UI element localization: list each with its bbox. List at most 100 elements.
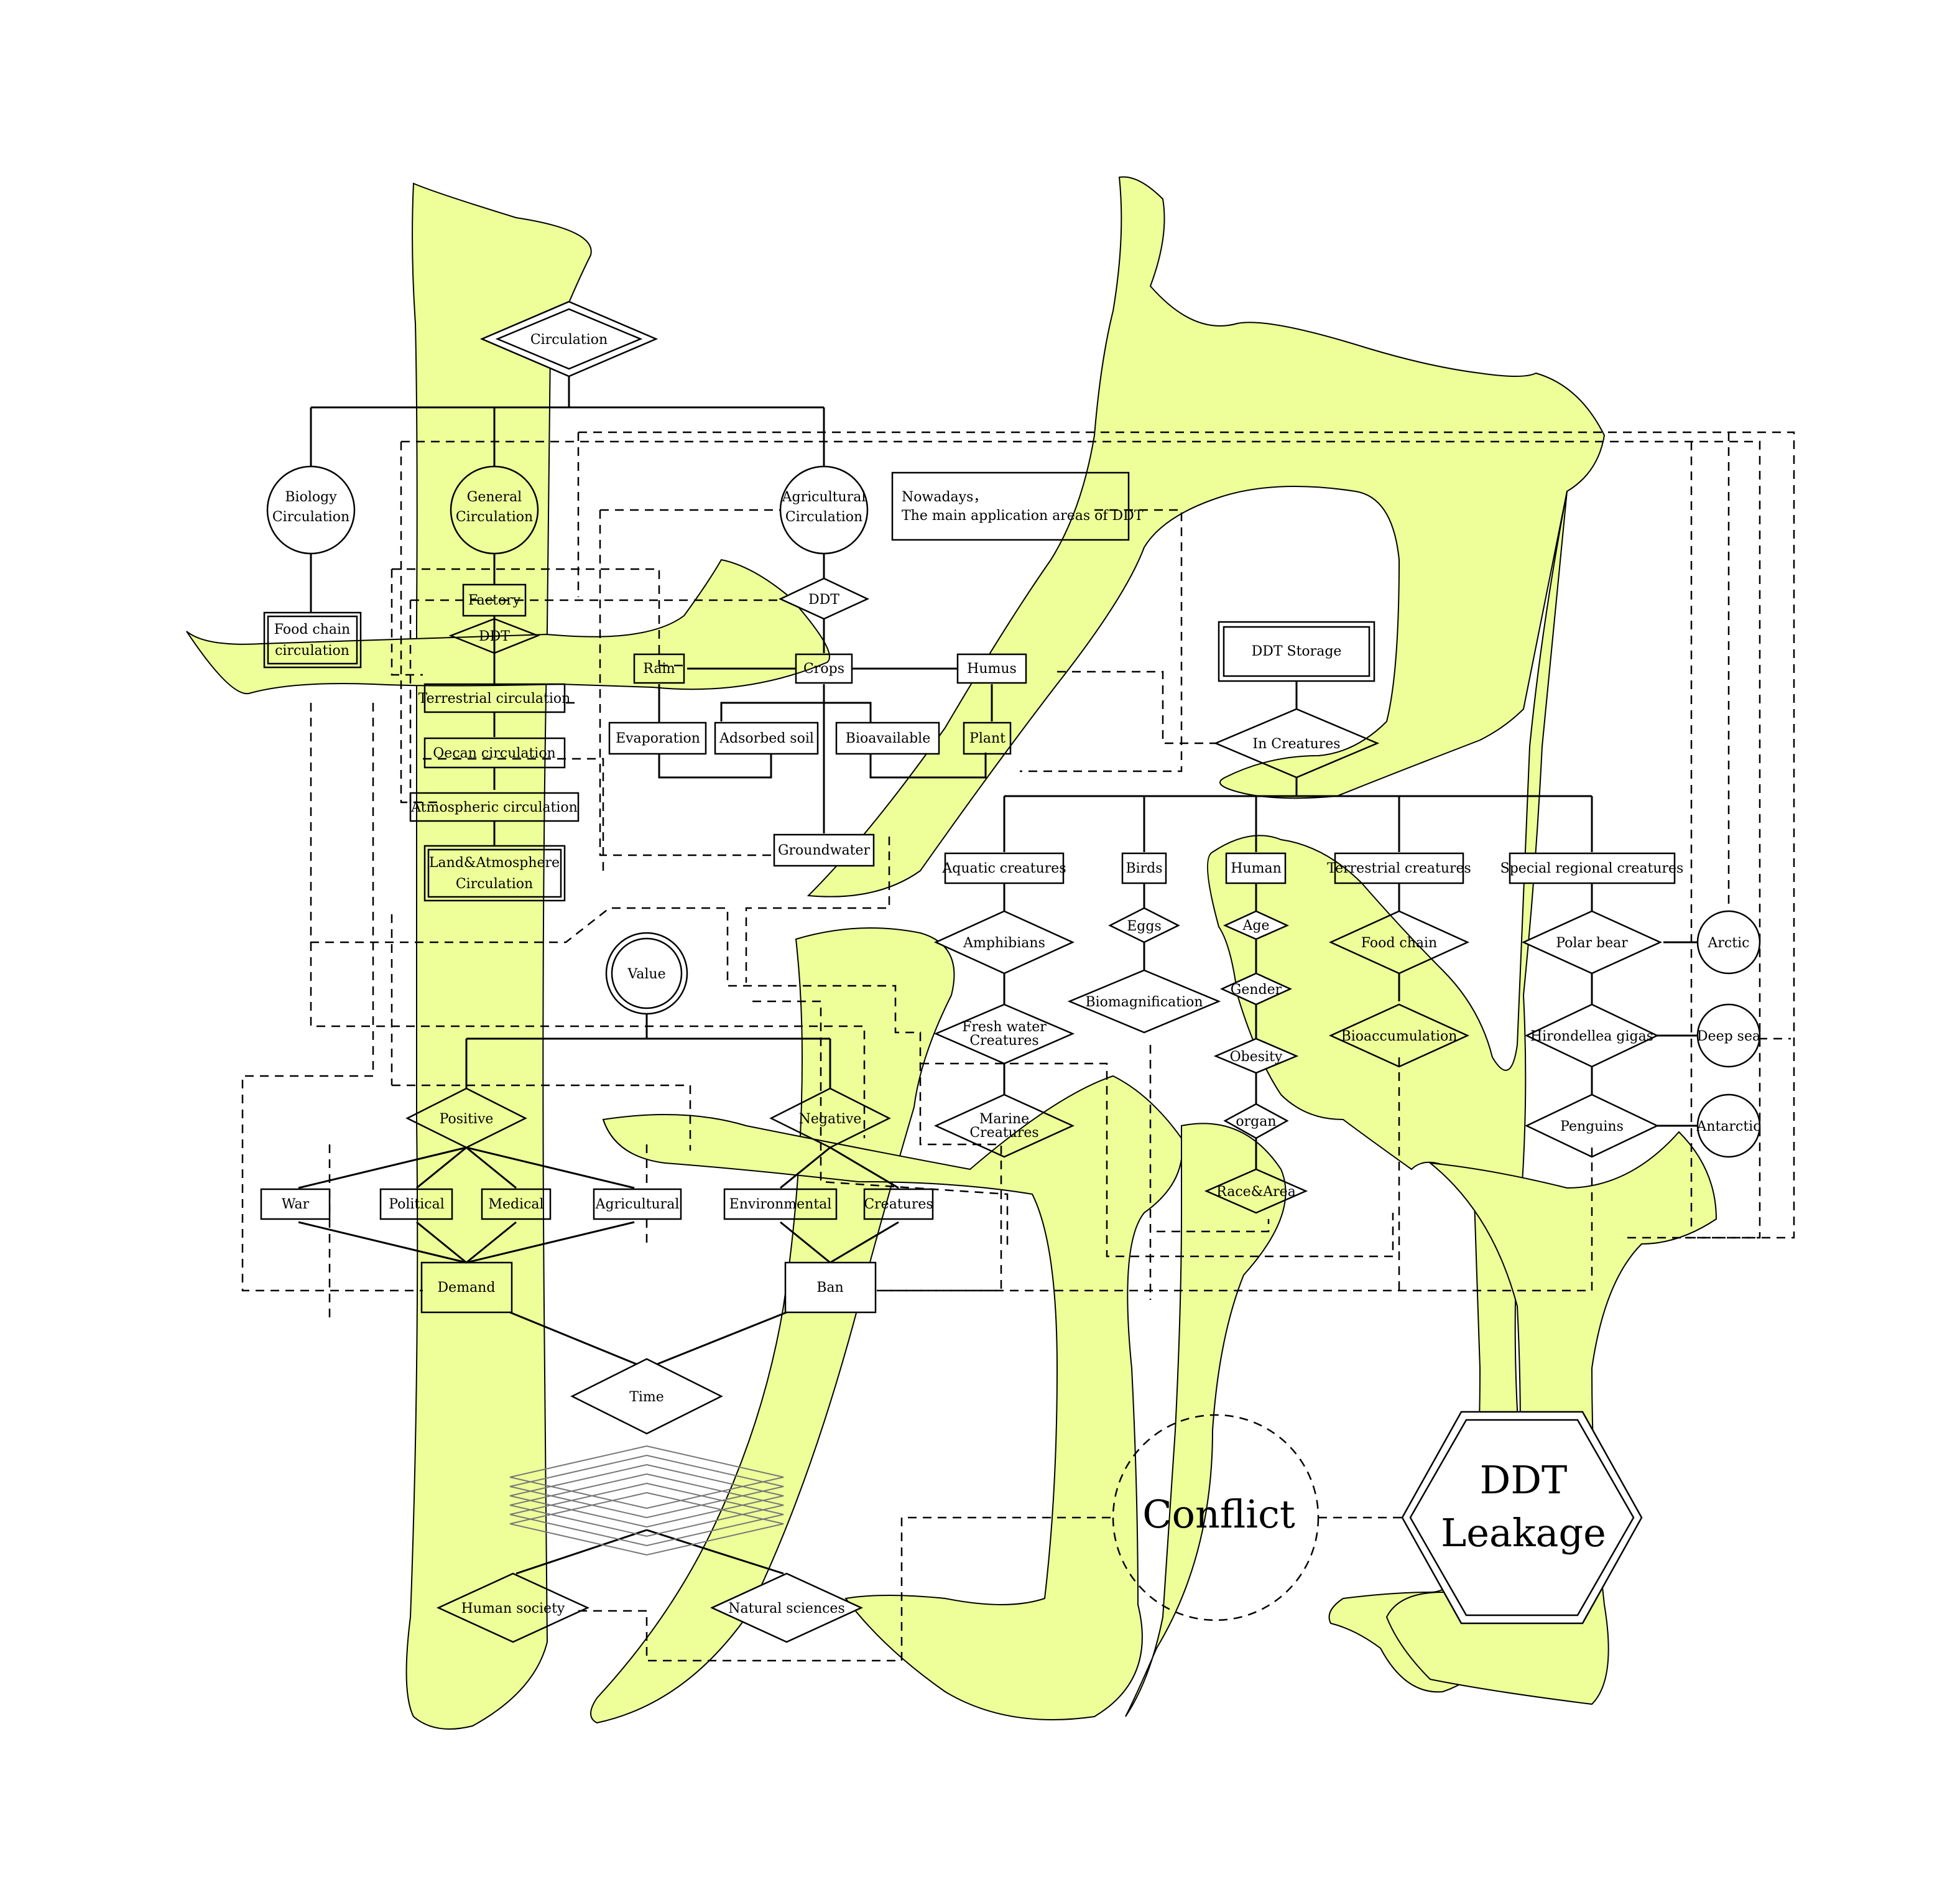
land-atmosphere-label-1: Land&Atmosphere	[429, 855, 560, 871]
biology-circulation-label-1: Biology	[285, 489, 337, 505]
polar-bear-diamond: Polar bear	[1521, 910, 1663, 975]
creatures-box: Creatures	[863, 1188, 934, 1220]
arctic-circle: Arctic	[1696, 910, 1761, 975]
solid-connectors	[298, 376, 1698, 1575]
hirondellea-gigas-diamond: Hirondellea gigas	[1525, 1003, 1659, 1068]
factory-box: Factory	[462, 583, 527, 617]
organ-diamond: organ	[1223, 1103, 1289, 1139]
eggs-diamond: Eggs	[1108, 907, 1180, 944]
ban-label: Ban	[816, 1280, 843, 1296]
age-diamond: Age	[1223, 910, 1290, 940]
environmental-box: Environmental	[723, 1188, 838, 1220]
marine-creatures-diamond: Marine Creatures	[933, 1093, 1075, 1158]
ddt-general-diamond: DDT	[448, 618, 540, 654]
birds-label: Birds	[1126, 861, 1162, 876]
agricultural-box: Agricultural	[593, 1188, 682, 1220]
general-circulation-label-1: General	[467, 489, 522, 505]
human-label: Human	[1231, 861, 1282, 876]
aquatic-creatures-box: Aquatic creatures	[941, 852, 1066, 884]
ddt-storage-label: DDT Storage	[1252, 644, 1342, 659]
gender-diamond: Gender	[1219, 972, 1293, 1006]
rain-box: Rain	[633, 653, 685, 684]
gender-label: Gender	[1231, 982, 1282, 998]
time-diamond: Time	[570, 1358, 723, 1435]
food-chain-diamond: Food chain	[1328, 910, 1470, 975]
humus-box: Humus	[956, 653, 1027, 684]
glyph-vertical-stroke	[405, 182, 592, 1730]
organ-label: organ	[1236, 1114, 1276, 1129]
in-creatures-diamond: In Creatures	[1213, 708, 1380, 779]
food-chain-circulation-label-1: Food chain	[274, 622, 350, 638]
bioavailable-label: Bioavailable	[846, 731, 930, 746]
value-label: Value	[627, 967, 665, 982]
circulation-diamond: Circulation	[479, 300, 659, 378]
factory-label: Factory	[468, 593, 521, 608]
political-label: Political	[389, 1197, 445, 1212]
eggs-label: Eggs	[1127, 919, 1162, 934]
biology-circulation-label-2: Circulation	[272, 509, 349, 525]
obesity-label: Obesity	[1230, 1049, 1283, 1065]
dashed-connectors	[241, 431, 1795, 1662]
antarctic-circle: Antarctic	[1696, 1093, 1761, 1158]
circulation-label: Circulation	[530, 332, 608, 348]
food-chain-circulation-label-2: circulation	[275, 643, 349, 659]
ocean-circulation-label: Oecan circulation	[433, 746, 555, 761]
hirondellea-gigas-label: Hirondellea gigas	[1530, 1029, 1653, 1044]
land-atmosphere-label-2: Circulation	[456, 876, 533, 892]
human-box: Human	[1225, 852, 1287, 884]
environmental-label: Environmental	[729, 1197, 832, 1212]
fresh-water-creatures-diamond: Fresh water Creatures	[933, 1003, 1075, 1065]
agricultural-circulation-node: Agricultural Circulation	[779, 465, 869, 555]
stacked-layers-icon	[509, 1445, 784, 1556]
aquatic-creatures-label: Aquatic creatures	[941, 861, 1066, 876]
ban-box: Ban	[784, 1261, 877, 1314]
demand-label: Demand	[438, 1280, 496, 1296]
penguins-diamond: Penguins	[1525, 1093, 1659, 1158]
agricultural-circulation-label-1: Agricultural	[782, 489, 866, 505]
fresh-water-label-1: Fresh water	[962, 1019, 1047, 1035]
plant-label: Plant	[969, 731, 1005, 746]
deep-sea-circle: Deep sea	[1696, 1003, 1761, 1068]
evaporation-label: Evaporation	[616, 731, 700, 746]
ddt-leakage-label-2: Leakage	[1441, 1510, 1606, 1556]
war-label: War	[282, 1197, 310, 1212]
arctic-label: Arctic	[1708, 935, 1750, 951]
age-label: Age	[1242, 918, 1270, 934]
creatures-label: Creatures	[864, 1197, 933, 1212]
political-box: Political	[379, 1188, 453, 1220]
biomagnification-label: Biomagnification	[1085, 995, 1203, 1010]
positive-diamond: Positive	[405, 1087, 527, 1149]
ddt-storage-box: DDT Storage	[1218, 621, 1375, 682]
human-society-diamond: Human society	[436, 1572, 590, 1643]
nowadays-note-box: Nowadays， The main application areas of …	[891, 471, 1144, 541]
ddt-leakage-label-1: DDT	[1480, 1457, 1568, 1503]
negative-label: Negative	[799, 1111, 862, 1127]
negative-diamond: Negative	[769, 1087, 891, 1149]
glyph-horizontal-stroke	[186, 559, 830, 695]
biology-circulation-node: Biology Circulation	[266, 465, 356, 555]
special-regional-creatures-label: Special regional creatures	[1500, 861, 1684, 876]
food-chain-circulation-box: Food chain circulation	[263, 611, 362, 669]
fresh-water-label-2: Creatures	[969, 1033, 1038, 1049]
agricultural-label: Agricultural	[595, 1197, 680, 1212]
terrestrial-circulation-box: Terrestrial circulation	[418, 683, 570, 713]
groundwater-box: Groundwater	[773, 833, 875, 867]
ocean-circulation-box: Oecan circulation	[423, 737, 566, 769]
penguins-label: Penguins	[1560, 1119, 1624, 1134]
plant-box: Plant	[963, 721, 1012, 755]
medical-label: Medical	[488, 1197, 543, 1212]
land-atmosphere-circulation-box: Land&Atmosphere Circulation	[423, 845, 566, 902]
bioaccumulation-label: Bioaccumulation	[1341, 1029, 1458, 1044]
time-label: Time	[629, 1389, 664, 1405]
race-area-diamond: Race&Area	[1204, 1168, 1308, 1214]
ddt-general-label: DDT	[479, 629, 510, 644]
amphibians-label: Amphibians	[963, 935, 1045, 951]
marine-label-1: Marine	[979, 1111, 1029, 1127]
terrestrial-creatures-label: Terrestrial creatures	[1327, 861, 1471, 876]
conflict-label: Conflict	[1142, 1491, 1295, 1537]
terrestrial-creatures-box: Terrestrial creatures	[1327, 852, 1471, 884]
bioavailable-box: Bioavailable	[835, 721, 940, 755]
glyph-lower-right	[1125, 1123, 1287, 1717]
ddt-leakage-hexagon: DDT Leakage	[1401, 1411, 1643, 1625]
